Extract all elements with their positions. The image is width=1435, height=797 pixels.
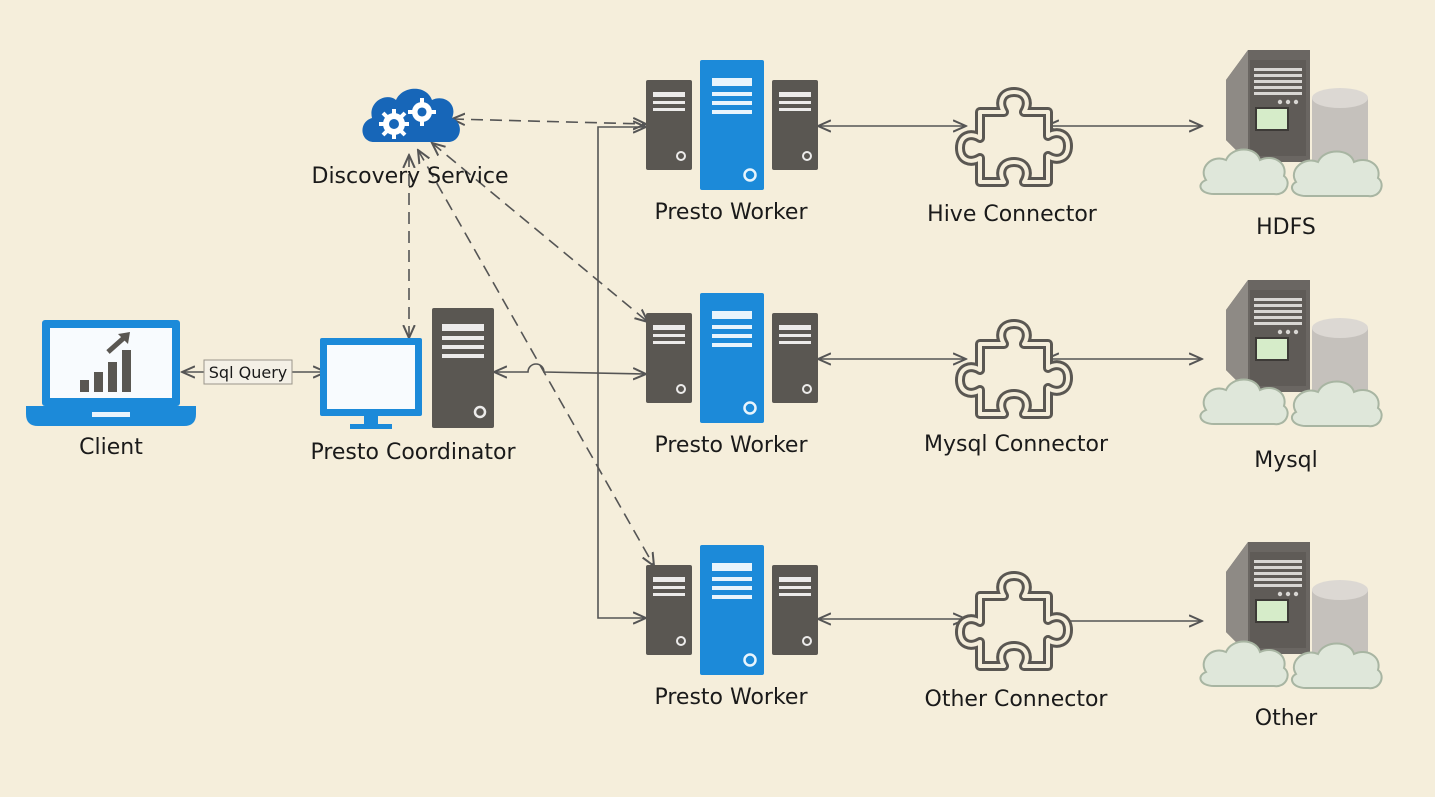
connector-label: Mysql Connector [924, 432, 1109, 457]
store-label: HDFS [1256, 215, 1316, 240]
worker-label: Presto Worker [654, 200, 808, 225]
worker-node-2: Presto Worker [645, 291, 819, 458]
server-icon [645, 291, 819, 425]
puzzle-piece-icon [960, 576, 1068, 666]
store-node-other: Other [1199, 541, 1383, 731]
edge-bus-worker1 [597, 127, 646, 372]
connector-node-other: Other Connector [925, 576, 1109, 712]
database-cloud-icon [1199, 49, 1383, 198]
worker-label: Presto Worker [654, 685, 808, 710]
puzzle-piece-icon [960, 324, 1068, 414]
database-cloud-icon [1199, 279, 1383, 428]
sql-query-label: Sql Query [209, 363, 287, 382]
store-label: Mysql [1254, 448, 1318, 473]
worker-node-3: Presto Worker [645, 543, 819, 710]
discovery-service-node: Discovery Service [312, 88, 509, 189]
sql-query-tag: Sql Query [203, 359, 293, 385]
coordinator-label: Presto Coordinator [310, 440, 516, 465]
connector-node-hive: Hive Connector [927, 92, 1098, 227]
laptop-chart-icon [26, 320, 196, 426]
worker-node-1: Presto Worker [645, 58, 819, 225]
client-node: Client [26, 320, 196, 460]
store-node-hdfs: HDFS [1199, 49, 1383, 240]
store-node-mysql: Mysql [1199, 279, 1383, 473]
edge-discovery-worker1 [452, 119, 646, 124]
database-cloud-icon [1199, 541, 1383, 690]
cloud-gears-icon [362, 88, 460, 142]
puzzle-piece-icon [960, 92, 1068, 182]
edge-coordinator-worker2 [494, 363, 646, 374]
server-icon [432, 308, 494, 428]
worker-label: Presto Worker [654, 433, 808, 458]
store-label: Other [1255, 706, 1318, 731]
connector-node-mysql: Mysql Connector [924, 324, 1109, 457]
connector-label: Other Connector [925, 687, 1109, 712]
monitor-icon [320, 338, 422, 429]
edge-bus-worker3 [597, 372, 646, 618]
edge-discovery-worker3 [418, 150, 654, 566]
server-icon [645, 543, 819, 677]
coordinator-node: Presto Coordinator [310, 308, 516, 465]
discovery-service-label: Discovery Service [312, 164, 509, 189]
server-icon [645, 58, 819, 192]
connections [182, 119, 1202, 621]
connector-label: Hive Connector [927, 202, 1098, 227]
client-label: Client [79, 435, 143, 460]
